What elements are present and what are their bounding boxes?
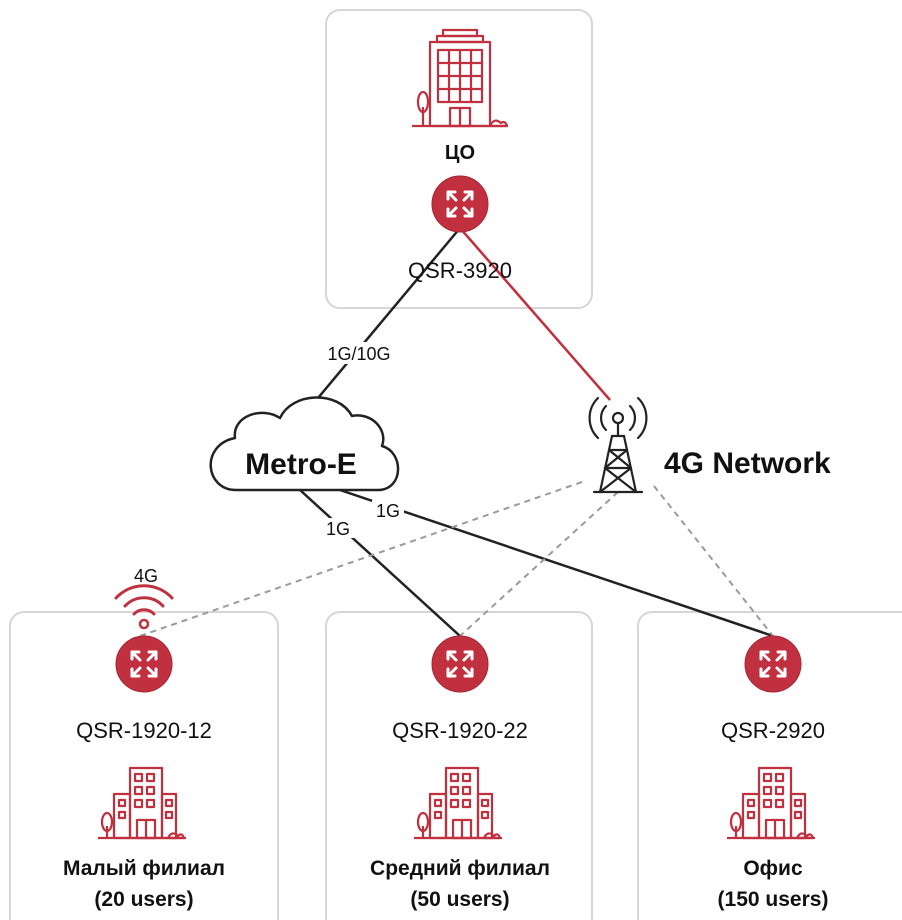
office-router-icon (743, 634, 803, 694)
cloud-icon (209, 396, 400, 492)
office-panel (637, 611, 902, 920)
medium-branch-router-icon (430, 634, 490, 694)
link-lte-medium (459, 491, 619, 637)
office-users: (150 users) (718, 888, 829, 911)
cell-tower-icon (588, 396, 648, 494)
wifi-signal-icon (114, 584, 174, 630)
link-label-hq-metro: 1G/10G (327, 344, 390, 364)
hq-router-model: QSR-3920 (408, 258, 512, 283)
medium-branch-router-model: QSR-1920-22 (392, 718, 528, 743)
hq-panel (325, 9, 593, 309)
medium-branch-panel (325, 611, 593, 920)
office-name: Офис (743, 857, 803, 880)
small-branch-router-icon (114, 634, 174, 694)
medium-branch-name: Средний филиал (370, 857, 550, 880)
small-branch-users: (20 users) (94, 888, 193, 911)
link-lte-office (653, 485, 774, 637)
small-branch-name: Малый филиал (63, 857, 225, 880)
link-lte-small (139, 481, 583, 637)
link-metro-medium (299, 489, 461, 637)
small-branch-panel (9, 611, 279, 920)
link-label-metro-medium: 1G (326, 519, 350, 539)
link-hq-metro (317, 227, 461, 399)
lte-label: 4G Network (664, 447, 831, 480)
link-label-metro-office: 1G (376, 501, 400, 521)
office-building-icon (412, 28, 509, 128)
medium-branch-users: (50 users) (410, 888, 509, 911)
small-branch-router-model: QSR-1920-12 (76, 718, 212, 743)
hq-label: ЦО (445, 142, 475, 164)
hq-router-icon (430, 174, 490, 234)
link-label-small-wireless: 4G (134, 566, 158, 586)
metro-label: Metro-E (245, 448, 357, 481)
office-router-model: QSR-2920 (721, 718, 825, 743)
link-metro-office (339, 488, 774, 638)
link-hq-lte (459, 227, 611, 401)
